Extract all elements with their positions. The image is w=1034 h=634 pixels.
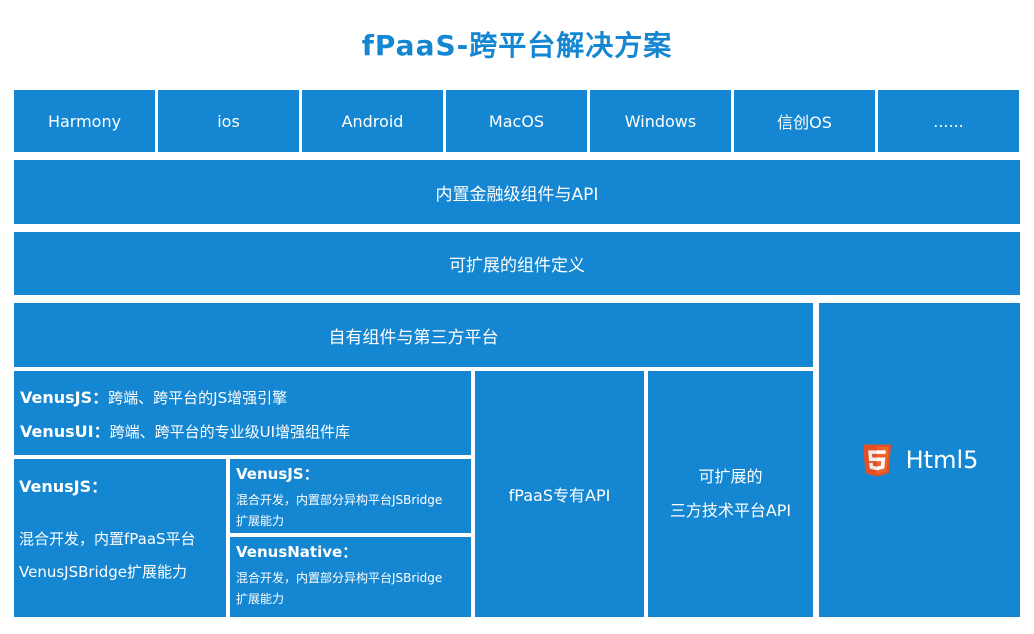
venusjs-hybrid-desc-line2: VenusJSBridge扩展能力 [19, 563, 187, 581]
venusui-label: VenusUI： [20, 422, 110, 442]
fpaas-api-label: fPaaS专有API [508, 486, 611, 505]
venusjs-bridge-label: VenusJS： [236, 465, 319, 483]
own-components-third-party-header: 自有组件与第三方平台 [14, 303, 813, 367]
platform-label: ios [217, 111, 240, 131]
third-party-api-column: 可扩展的 三方技术平台API [648, 371, 813, 617]
venusui-desc: 跨端、跨平台的专业级UI增强组件库 [109, 423, 351, 442]
layer-label: 内置金融级组件与API [435, 184, 599, 205]
venusjs-engine-line: VenusJS：跨端、跨平台的JS增强引擎 [20, 384, 465, 408]
venusjs-bridge-desc-line2: 扩展能力 [236, 514, 285, 528]
html5-logo-icon [862, 444, 891, 476]
platform-box-xinchuang-os: 信创OS [734, 90, 875, 152]
third-party-api-line1: 可扩展的 [698, 467, 763, 486]
venusnative-bridge-desc-line2: 扩展能力 [236, 592, 285, 606]
platform-label: Windows [624, 111, 697, 131]
venusjs-bridge-box: VenusJS： 混合开发，内置部分异构平台JSBridge 扩展能力 [230, 459, 471, 533]
header-label: 自有组件与第三方平台 [328, 327, 499, 348]
third-party-api-line2: 三方技术平台API [669, 501, 792, 520]
platform-label: 信创OS [777, 113, 832, 132]
platform-box-harmony: Harmony [14, 90, 155, 152]
layer-builtin-components-api: 内置金融级组件与API [14, 160, 1020, 224]
platform-box-macos: MacOS [446, 90, 587, 152]
fpaas-api-column: fPaaS专有API [475, 371, 644, 617]
html5-label: Html5 [905, 446, 979, 474]
venusnative-bridge-desc-line1: 混合开发，内置部分异构平台JSBridge [236, 571, 443, 585]
platform-box-more: ...... [878, 90, 1019, 152]
venus-engines-box: VenusJS：跨端、跨平台的JS增强引擎 VenusUI：跨端、跨平台的专业级… [14, 371, 471, 455]
platform-label: ...... [933, 111, 964, 131]
third-party-api-label: 可扩展的 三方技术平台API [670, 460, 791, 528]
venusjs-label: VenusJS： [20, 387, 109, 407]
venusnative-bridge-box: VenusNative： 混合开发，内置部分异构平台JSBridge 扩展能力 [230, 537, 471, 617]
platform-label: MacOS [488, 111, 545, 131]
venusnative-bridge-label: VenusNative： [236, 543, 358, 561]
venusui-engine-line: VenusUI：跨端、跨平台的专业级UI增强组件库 [20, 418, 465, 442]
layer-extensible-component-definition: 可扩展的组件定义 [14, 232, 1020, 295]
venusjs-desc: 跨端、跨平台的JS增强引擎 [108, 388, 288, 407]
html5-column: Html5 [819, 303, 1020, 617]
platform-box-ios: ios [158, 90, 299, 152]
platform-label: Harmony [47, 111, 122, 131]
page-title: fPaaS-跨平台解决方案 [361, 29, 673, 62]
platform-box-android: Android [302, 90, 443, 152]
platform-label: Android [341, 111, 404, 131]
venusjs-hybrid-desc-line1: 混合开发，内置fPaaS平台 [19, 530, 196, 548]
platform-box-windows: Windows [590, 90, 731, 152]
layer-label: 可扩展的组件定义 [449, 256, 585, 276]
venusjs-bridge-desc-line1: 混合开发，内置部分异构平台JSBridge [236, 493, 443, 507]
venusjs-hybrid-label: VenusJS： [19, 477, 108, 496]
venusjs-hybrid-box: VenusJS： 混合开发，内置fPaaS平台 VenusJSBridge扩展能… [14, 459, 226, 617]
